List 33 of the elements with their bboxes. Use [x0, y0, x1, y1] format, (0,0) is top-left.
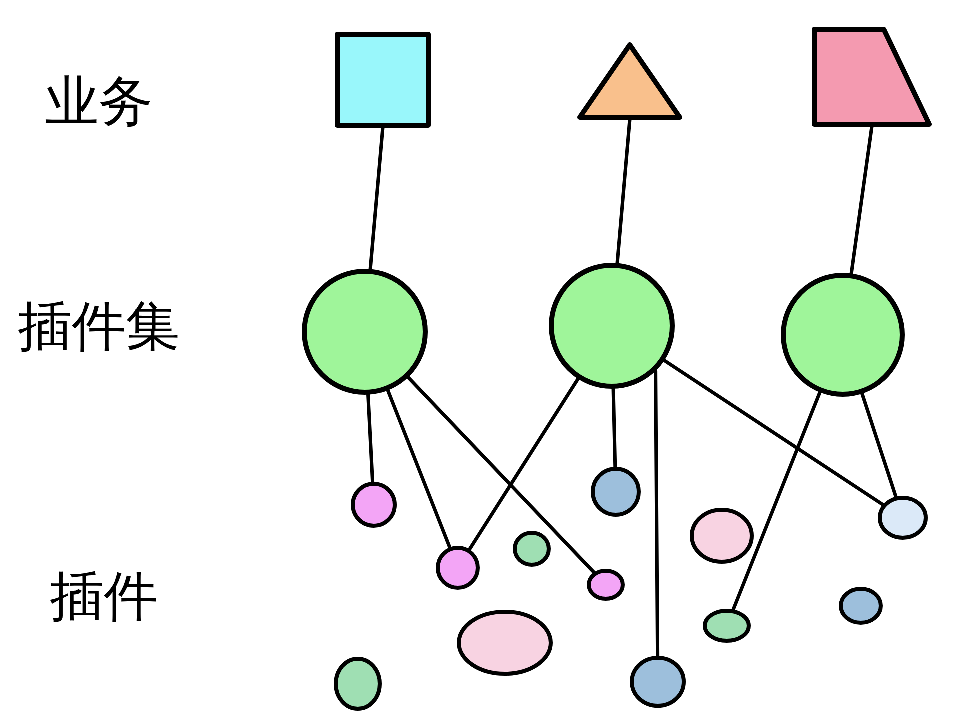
small-circle [457, 610, 553, 676]
trapezoid-shape [812, 27, 932, 127]
connector-line [850, 125, 874, 276]
small-circle [690, 508, 754, 564]
large-circle [302, 269, 428, 395]
row-label: 插件 [50, 570, 158, 624]
large-circle [549, 263, 675, 389]
small-circle [630, 656, 686, 708]
small-circle [334, 657, 382, 711]
small-circle [513, 531, 551, 567]
row-label: 插件集 [18, 300, 180, 354]
connector-line [616, 118, 632, 265]
small-circle [351, 482, 397, 528]
connector-line [368, 126, 385, 271]
small-circle [878, 496, 928, 540]
connector-line [654, 370, 660, 658]
connector-line [386, 388, 452, 550]
square-box [335, 32, 431, 128]
small-circle [436, 546, 480, 590]
connector-line [366, 393, 375, 484]
small-circle [587, 569, 625, 601]
connector-line [468, 377, 580, 552]
connector-line [406, 376, 596, 574]
row-label: 业务 [45, 75, 153, 129]
small-circle [703, 609, 751, 643]
small-circle [591, 467, 641, 517]
connector-line [860, 392, 898, 499]
connector-line [662, 358, 885, 507]
connector-line [612, 387, 618, 469]
triangle-shape [575, 40, 685, 120]
connector-line [732, 390, 822, 612]
large-circle [781, 273, 905, 397]
small-circle [839, 587, 883, 625]
